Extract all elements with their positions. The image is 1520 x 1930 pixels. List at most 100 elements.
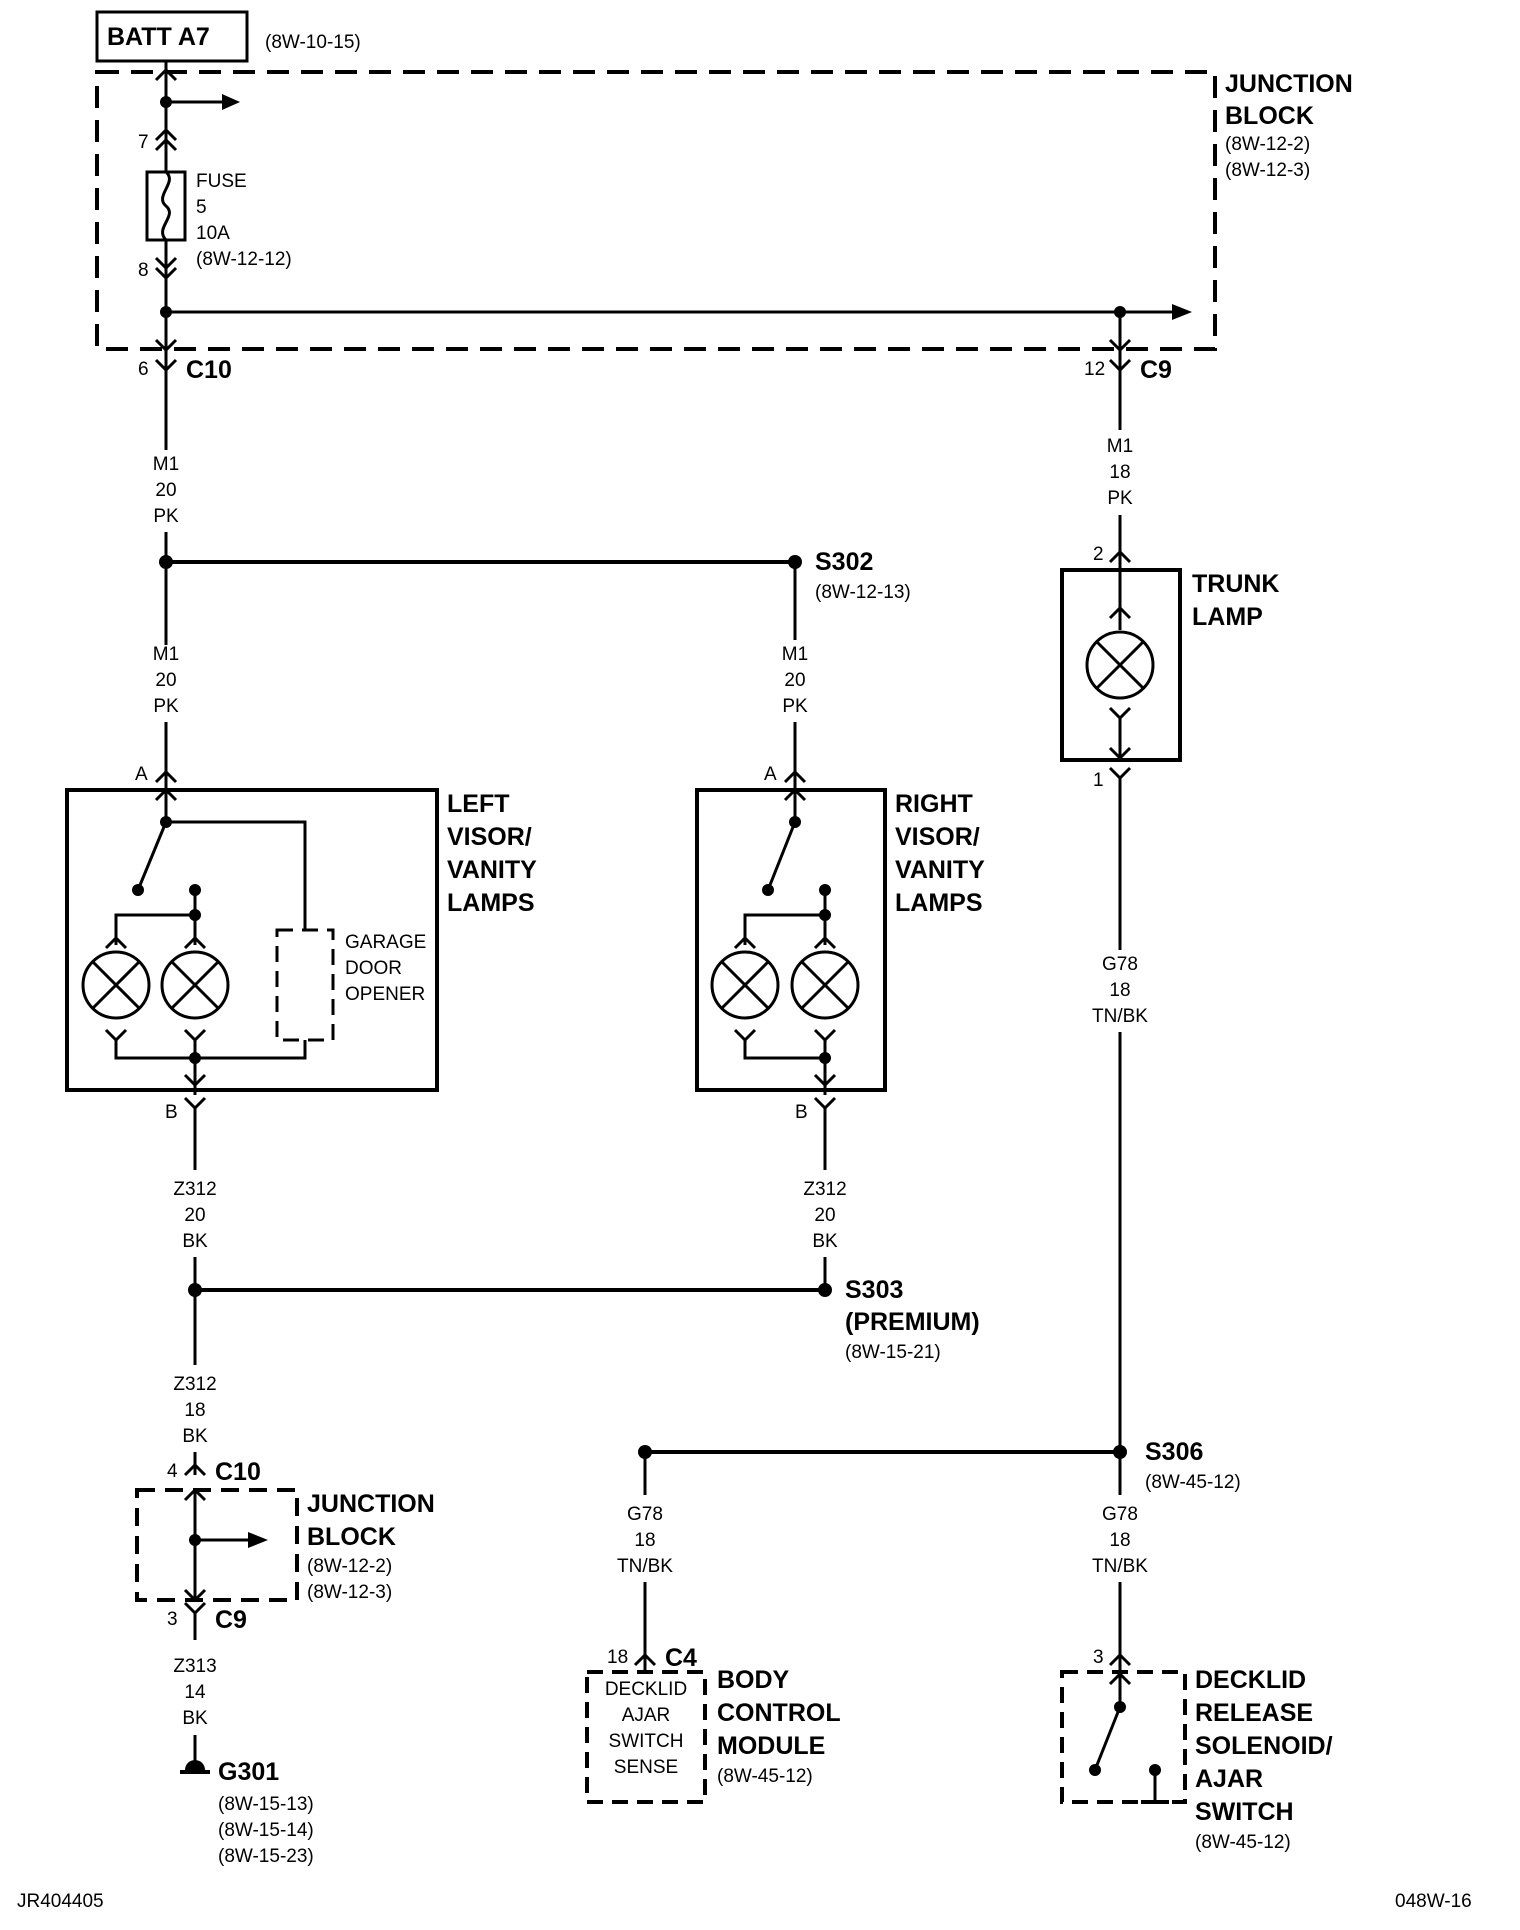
garage-door-label-1: GARAGE — [345, 932, 426, 953]
g78-upper-gauge: 18 — [1109, 980, 1130, 1001]
right-visor-lamp1-return — [743, 1040, 825, 1060]
z312-right-gauge: 20 — [814, 1205, 835, 1226]
ground-ref-3: (8W-15-23) — [218, 1846, 314, 1867]
garage-door-label-3: OPENER — [345, 984, 425, 1005]
left-visor-lamp-2-x2 — [170, 960, 220, 1010]
z313-color: BK — [182, 1708, 208, 1729]
decklid-pin-chevron — [1108, 1652, 1132, 1667]
c9-bottom-name: C9 — [215, 1606, 247, 1634]
g78-bcm-color: TN/BK — [617, 1556, 673, 1577]
trunk-lamp-pin-1-chevron — [1108, 766, 1132, 781]
batt-ref: (8W-10-15) — [265, 32, 361, 53]
left-visor-garage-feed — [166, 820, 307, 930]
s303-ref: (8W-15-21) — [845, 1342, 941, 1363]
junction-block-bottom-title-1: JUNCTION — [307, 1490, 435, 1518]
s306-ref: (8W-45-12) — [1145, 1472, 1241, 1493]
right-visor-title-3: VANITY — [895, 856, 985, 884]
bcm-inner-2: AJAR — [622, 1705, 671, 1726]
decklid-ref: (8W-45-12) — [1195, 1832, 1291, 1853]
m1-left-visor-code: M1 — [153, 644, 179, 665]
bcm-c4-chevron — [633, 1652, 657, 1667]
right-visor-pin-b: B — [795, 1102, 808, 1123]
left-visor-pin-b-chevron — [183, 1096, 207, 1111]
c9-top-chevron-2 — [1108, 358, 1132, 373]
right-visor-pin-b-inner-chevron — [813, 1073, 837, 1088]
z312-right-color: BK — [812, 1231, 838, 1252]
ground-icon — [185, 1760, 205, 1770]
ground-name: G301 — [218, 1758, 279, 1786]
right-visor-lamp-2-x2 — [800, 960, 850, 1010]
s303-name: S303 — [845, 1276, 903, 1304]
trunk-lamp-pin-1: 1 — [1093, 770, 1104, 791]
trunk-lamp-x2 — [1095, 640, 1145, 690]
fuse-pin-out: 8 — [138, 260, 149, 281]
decklid-title-2: RELEASE — [1195, 1699, 1313, 1727]
c9-bottom-inner-chevron — [183, 1588, 207, 1603]
m1-trunk-gauge: 18 — [1109, 462, 1130, 483]
m1-right-visor-color: PK — [782, 696, 808, 717]
left-visor-lamp2-chevron — [183, 935, 207, 950]
m1-top-left-color: PK — [153, 506, 179, 527]
bcm-inner-3: SWITCH — [609, 1731, 684, 1752]
z312-left-code: Z312 — [173, 1179, 216, 1200]
junction-block-bottom — [135, 1488, 299, 1602]
z313-code: Z313 — [173, 1656, 216, 1677]
c9-top-name: C9 — [1140, 356, 1172, 384]
bcm-ref: (8W-45-12) — [717, 1766, 813, 1787]
left-visor-title-1: LEFT — [447, 790, 510, 818]
m1-left-visor-color: PK — [153, 696, 179, 717]
fuse-pin-out-chevron — [154, 256, 178, 271]
z312-left-gauge: 20 — [184, 1205, 205, 1226]
left-visor-pin-b-inner-chevron — [183, 1073, 207, 1088]
left-visor-pin-b: B — [165, 1102, 178, 1123]
left-visor-garage-return — [195, 1040, 307, 1060]
bcm-title-1: BODY — [717, 1666, 790, 1694]
batt-label: BATT A7 — [107, 23, 210, 51]
c10-bottom-pin: 4 — [167, 1461, 178, 1482]
c9-top-chevron — [1108, 338, 1132, 353]
g78-bcm-code: G78 — [627, 1504, 663, 1525]
z312-lower-code: Z312 — [173, 1374, 216, 1395]
right-visor-pin-a: A — [764, 764, 777, 785]
right-visor-pin-a-chevron — [783, 769, 807, 784]
bcm-inner-1: DECKLID — [605, 1679, 687, 1700]
right-visor-title-4: LAMPS — [895, 889, 983, 917]
junction-bottom-arrow-icon — [248, 1532, 268, 1548]
right-visor-switch-contact-1 — [762, 884, 774, 896]
trunk-lamp-pin-2: 2 — [1093, 544, 1104, 565]
bcm-c4-name: C4 — [665, 1644, 697, 1672]
m1-left-visor-gauge: 20 — [155, 670, 176, 691]
g78-upper-code: G78 — [1102, 954, 1138, 975]
fuse-pin-out-chevron-2 — [154, 266, 178, 281]
m1-trunk-color: PK — [1107, 488, 1133, 509]
right-visor-lamp-1-x2 — [720, 960, 770, 1010]
right-visor-return-splice — [819, 1052, 831, 1064]
right-visor-title-1: RIGHT — [895, 790, 973, 818]
right-visor-lamp1-out-chevron — [733, 1028, 757, 1043]
bcm-inner-4: SENSE — [614, 1757, 678, 1778]
z312-lower-color: BK — [182, 1426, 208, 1447]
c10-bottom-name: C10 — [215, 1458, 261, 1486]
g78-decklid-code: G78 — [1102, 1504, 1138, 1525]
s303-dot — [818, 1283, 832, 1297]
s302-name: S302 — [815, 548, 873, 576]
right-visor-pin-b-chevron — [813, 1096, 837, 1111]
c9-top-pin: 12 — [1084, 359, 1105, 380]
fuse-ref: (8W-12-12) — [196, 249, 292, 270]
z312-left-color: BK — [182, 1231, 208, 1252]
left-visor-title-4: LAMPS — [447, 889, 535, 917]
m1-right-visor-code: M1 — [782, 644, 808, 665]
left-visor-pin-a-chevron — [154, 769, 178, 784]
right-visor-lamp1-feed — [743, 913, 825, 945]
garage-door-opener-box — [275, 928, 335, 1042]
m1-top-left-gauge: 20 — [155, 480, 176, 501]
g78-decklid-gauge: 18 — [1109, 1530, 1130, 1551]
ground-ref-1: (8W-15-13) — [218, 1794, 314, 1815]
z313-gauge: 14 — [184, 1682, 206, 1703]
fuse-pin-in-chevron-2 — [154, 137, 178, 152]
left-visor-box — [65, 788, 439, 1092]
left-visor-switch-contact-1 — [132, 884, 144, 896]
battery-branch-arrow-icon — [222, 94, 240, 110]
ground-ref-2: (8W-15-14) — [218, 1820, 314, 1841]
left-visor-title-3: VANITY — [447, 856, 537, 884]
